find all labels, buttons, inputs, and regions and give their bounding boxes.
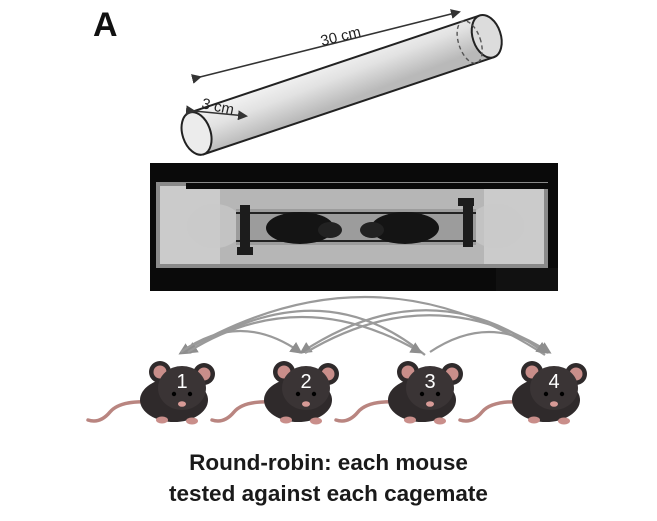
mouse-tail bbox=[210, 399, 278, 423]
mouse-number-label: 3 bbox=[424, 371, 435, 393]
mouse-nose bbox=[550, 401, 558, 407]
mouse-number-label: 1 bbox=[176, 371, 187, 393]
mouse-tail bbox=[86, 399, 154, 423]
arc-1-to-3 bbox=[187, 316, 423, 354]
mice-row: 1 2 3 4 bbox=[86, 361, 587, 425]
mouse-number-label: 2 bbox=[300, 371, 311, 393]
mouse-tail bbox=[458, 399, 526, 423]
tube-far-end bbox=[470, 14, 503, 59]
arc-3-to-4 bbox=[429, 330, 549, 354]
caption-line-2: tested against each cagemate bbox=[169, 481, 488, 506]
tube-test-photo bbox=[150, 163, 558, 291]
tube-diagram: 30 cm 3 cm bbox=[180, 9, 503, 156]
mouse-nose bbox=[302, 401, 310, 407]
mouse-head bbox=[158, 366, 206, 410]
mouse-head bbox=[282, 366, 330, 410]
length-label: 30 cm bbox=[319, 24, 363, 50]
mouse-silhouette-left bbox=[266, 212, 334, 244]
round-robin-arrows bbox=[178, 295, 552, 356]
mouse-head bbox=[530, 366, 578, 410]
mouse-4: 4 bbox=[458, 361, 587, 425]
diameter-arrow bbox=[185, 105, 248, 121]
length-arrow bbox=[191, 9, 461, 84]
mouse-silhouette-right bbox=[371, 212, 439, 244]
mouse-3: 3 bbox=[334, 361, 463, 425]
arc-2-to-4 bbox=[304, 314, 552, 354]
caption-line-1: Round-robin: each mouse bbox=[189, 450, 468, 475]
mouse-head bbox=[406, 366, 454, 410]
mouse-number-label: 4 bbox=[548, 371, 559, 393]
panel-label: A bbox=[93, 6, 118, 44]
arc-1-to-2 bbox=[180, 329, 303, 354]
mouse-1: 1 bbox=[86, 361, 215, 425]
mouse-nose bbox=[426, 401, 434, 407]
diameter-label: 3 cm bbox=[200, 95, 235, 118]
mouse-tail bbox=[334, 399, 402, 423]
figure-canvas: 30 cm 3 cm 1 2 3 4 bbox=[86, 9, 587, 425]
mouse-2: 2 bbox=[210, 361, 339, 425]
mouse-nose bbox=[178, 401, 186, 407]
